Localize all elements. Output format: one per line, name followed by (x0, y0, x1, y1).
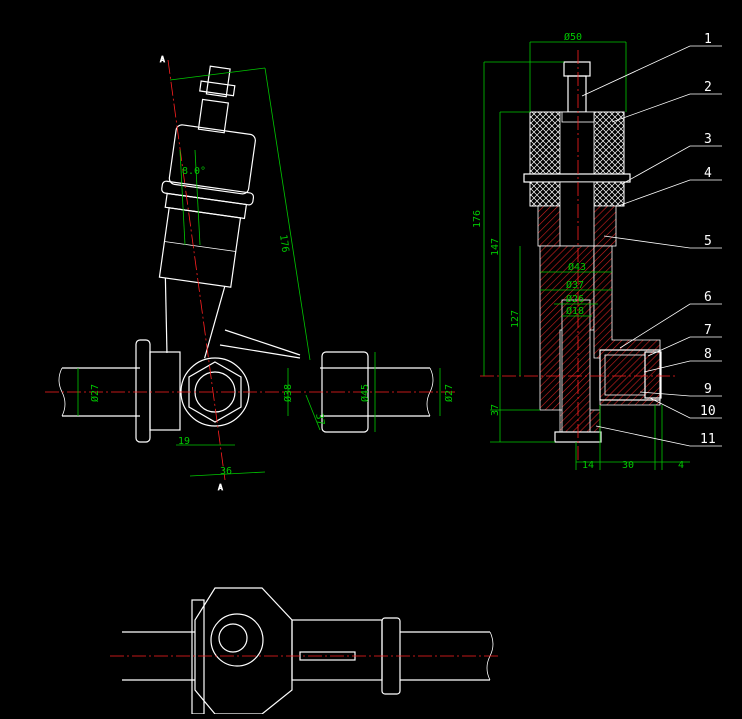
dim-176-right: 176 (472, 210, 483, 228)
dim-37-left: 37 (313, 413, 326, 427)
section-mark-bottom: A (218, 483, 223, 492)
balloon-5: 5 (704, 234, 712, 249)
right-view: Ø50 176 147 127 Ø43 Ø37 Ø26 Ø18 37 14 30… (472, 31, 722, 471)
dim-30: 30 (622, 460, 634, 471)
dim-19: 19 (178, 436, 190, 447)
bottom-view (110, 587, 500, 715)
dim-d50: Ø50 (564, 31, 582, 43)
dim-d38: Ø38 (282, 384, 294, 402)
balloon-4: 4 (704, 166, 712, 181)
dim-127: 127 (510, 310, 521, 328)
dim-14: 14 (582, 460, 594, 471)
leader-lines (581, 45, 722, 447)
balloon-2: 2 (704, 80, 712, 95)
left-view: A A 8.0° 176 Ø27 Ø38 Ø45 Ø27 19 36 37 (45, 55, 458, 492)
dim-d27-right: Ø27 (443, 384, 455, 402)
part-1-nipple (563, 61, 591, 77)
right-dimensions (483, 41, 690, 470)
balloon-1: 1 (704, 32, 712, 47)
dim-d43: Ø43 (568, 261, 586, 273)
inclined-body (158, 65, 256, 359)
dim-d37: Ø37 (566, 279, 584, 291)
angle-label: 8.0° (182, 166, 206, 177)
section-mark-top: A (160, 55, 165, 64)
left-dimensions (77, 67, 441, 477)
balloon-9: 9 (704, 382, 712, 397)
hex-nut-bottom (194, 587, 293, 715)
balloon-3: 3 (704, 132, 712, 147)
dim-36: 36 (220, 466, 232, 477)
dim-d27-left: Ø27 (89, 384, 101, 402)
dim-d18: Ø18 (566, 305, 584, 317)
centerline-inclined (167, 59, 226, 481)
balloon-7: 7 (704, 323, 712, 338)
balloon-6: 6 (704, 290, 712, 305)
balloon-10: 10 (700, 404, 716, 419)
left-pipe (58, 339, 434, 443)
dim-d45: Ø45 (359, 384, 371, 402)
dim-176-left: 176 (277, 234, 290, 253)
balloon-8: 8 (704, 347, 712, 362)
dim-4: 4 (678, 460, 684, 471)
dim-147: 147 (490, 238, 501, 256)
dim-37-right: 37 (490, 404, 501, 416)
balloon-11: 11 (700, 432, 716, 447)
dim-d26: Ø26 (566, 293, 584, 305)
